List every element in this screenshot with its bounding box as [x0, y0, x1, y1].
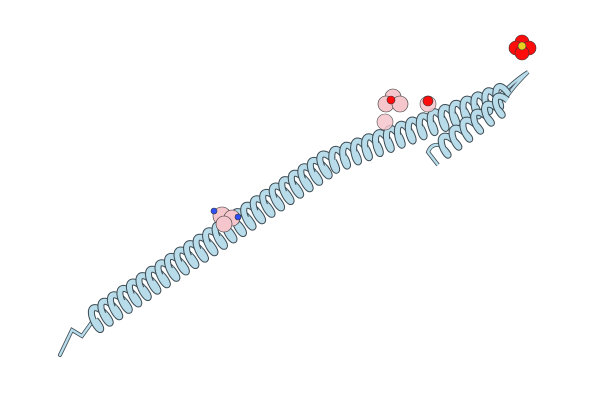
helix-turn: [427, 109, 445, 136]
helix-turn: [279, 177, 297, 204]
helix-turn: [449, 125, 466, 150]
atom: [386, 95, 396, 105]
helix-turn: [126, 279, 145, 307]
helix-turn: [416, 113, 434, 140]
helix-turn: [438, 133, 455, 158]
atom: [376, 113, 394, 131]
helix-turn: [155, 260, 174, 288]
helix-turn: [340, 142, 358, 169]
helix-turn: [269, 183, 288, 211]
atom: [517, 41, 527, 51]
atom: [210, 207, 218, 215]
helix-turn: [146, 266, 164, 294]
helix-turn: [317, 151, 335, 179]
atom: [215, 215, 233, 233]
helix-turn: [471, 109, 488, 134]
helix-turn: [136, 273, 155, 300]
helix-turn: [193, 234, 212, 262]
helix-turn: [460, 117, 477, 142]
helix-turn: [482, 101, 499, 126]
ligand-molecule: [419, 95, 437, 113]
helix-turn: [492, 93, 509, 118]
helix-turn: [165, 253, 183, 281]
helix-turn: [394, 121, 412, 148]
ligand-molecule: [376, 88, 409, 131]
ligand-molecule: [210, 206, 242, 233]
ligands: [210, 34, 537, 233]
helix-turn: [438, 105, 456, 131]
helix-turn: [351, 138, 369, 165]
helix-turn: [203, 228, 221, 256]
helix-turn: [117, 285, 136, 313]
atom: [422, 95, 434, 107]
helix-turn: [260, 189, 278, 217]
helix-turn: [298, 164, 316, 192]
helix-turn: [241, 202, 259, 230]
helix-turn: [449, 100, 467, 127]
helix-turn: [329, 146, 347, 173]
helix-turn: [88, 305, 107, 332]
helix-turn: [107, 292, 126, 320]
helix-turn: [174, 247, 193, 275]
helix-turn: [405, 117, 423, 144]
sulfate-ion: [508, 34, 537, 61]
helix-turn: [184, 241, 202, 268]
helix-turn: [307, 157, 326, 185]
helix-turn: [250, 196, 269, 224]
helix-turn: [383, 125, 401, 152]
helix-turn: [288, 170, 307, 198]
helix-ribbon: [58, 70, 530, 357]
helix-turn: [373, 130, 391, 156]
helix-turn: [98, 298, 116, 326]
coil-n-terminus-fill: [58, 320, 94, 357]
atom: [234, 213, 242, 221]
helix-turn: [362, 134, 380, 161]
